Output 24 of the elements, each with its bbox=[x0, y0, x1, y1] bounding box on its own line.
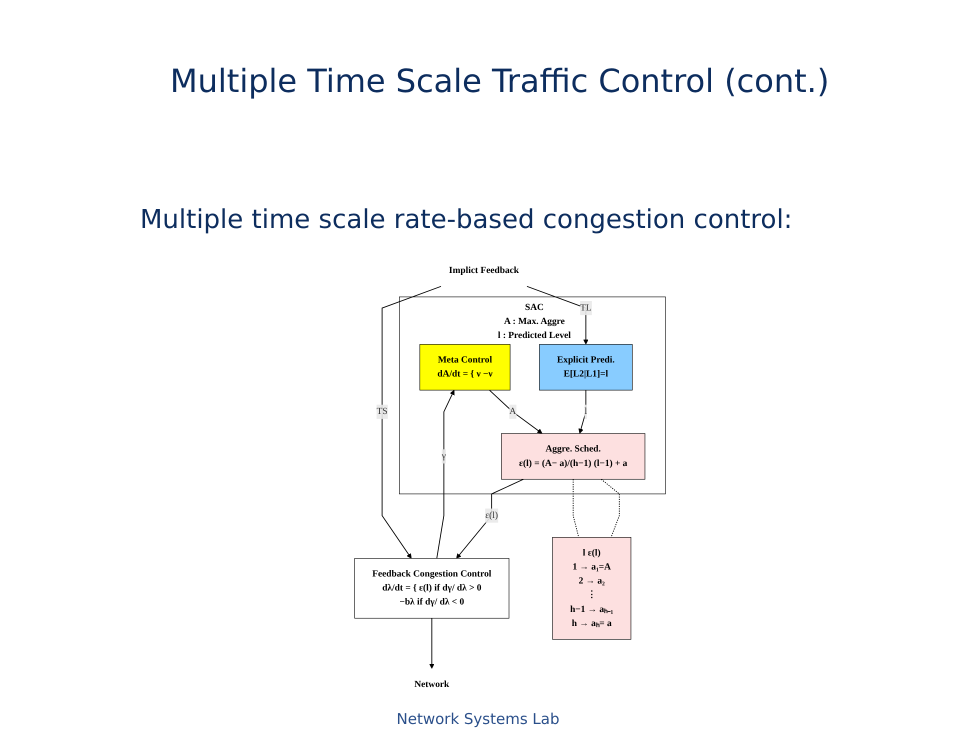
arrow bbox=[429, 618, 434, 669]
node-box: Feedback Congestion Control dλ/dt = { ε(l) if dγ/ dλ > 0 −bλ if dγ/ dλ < 0 bbox=[354, 558, 510, 619]
edge-label: l bbox=[584, 406, 588, 417]
connector bbox=[572, 478, 580, 538]
edge-label: TS bbox=[376, 406, 388, 417]
edge-label: TL bbox=[580, 302, 592, 313]
footer-text: Network Systems Lab bbox=[396, 710, 560, 728]
edge-label: γ bbox=[442, 451, 446, 462]
connector bbox=[600, 478, 620, 538]
arrow bbox=[436, 390, 454, 559]
node-box: l ε(l) 1 → a₁=A 2 → a₂ ⋮ h−1 → aₕ₋₁ h → aₕ= a bbox=[552, 537, 632, 640]
edge-label: A bbox=[509, 406, 516, 417]
bullet-text: Multiple time scale rate-based congestion control: bbox=[140, 205, 792, 235]
arrow bbox=[382, 286, 442, 559]
arrow bbox=[526, 286, 588, 345]
node-text: Implict Feedback bbox=[448, 265, 519, 276]
slide-title: Multiple Time Scale Traffic Control (cont.) bbox=[170, 62, 830, 100]
edge-label: ε(l) bbox=[485, 510, 498, 520]
node-box: Explicit Predi. E[L2|L1]=l bbox=[539, 344, 633, 390]
node-text: Network bbox=[414, 679, 450, 690]
arrow bbox=[488, 390, 542, 434]
node-box: Meta Control dA/dt = { ν −ν bbox=[419, 344, 510, 390]
arrow bbox=[456, 478, 524, 559]
node-box: Aggre. Sched. ε(l) = (A− a)/(h−1) (l−1) + a bbox=[501, 433, 646, 480]
